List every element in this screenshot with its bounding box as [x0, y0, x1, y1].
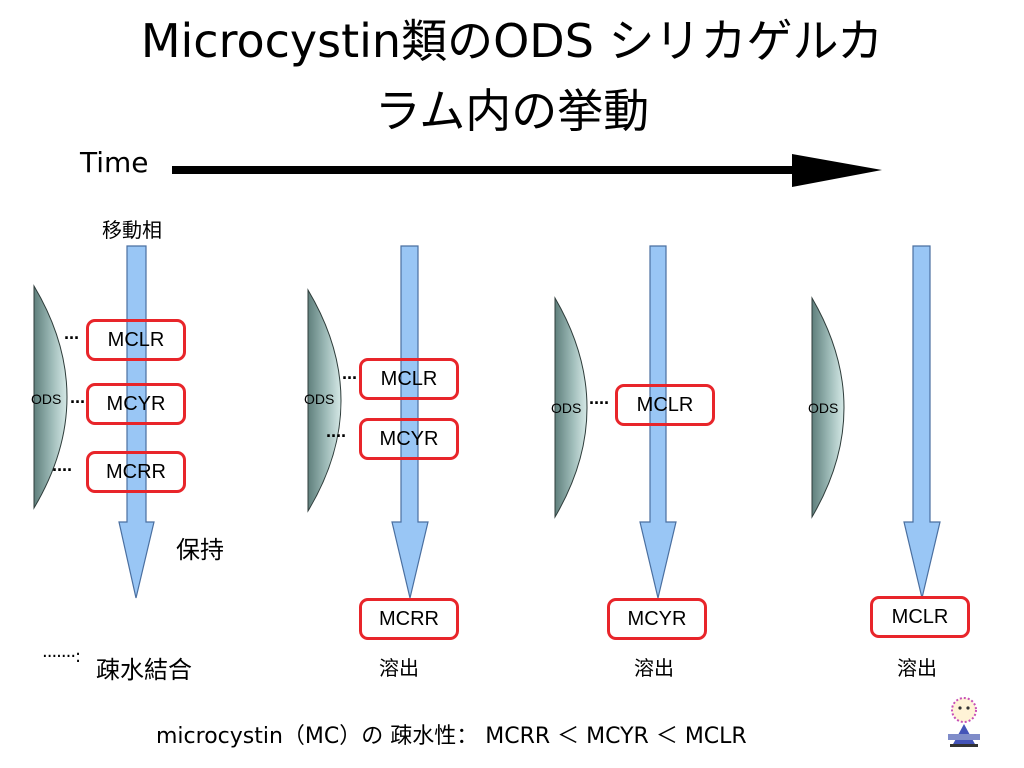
ods-particle-3 — [554, 296, 588, 519]
time-arrow — [172, 154, 882, 187]
elution-label-1: 溶出 — [379, 656, 419, 680]
eluted-box-mcyr: MCYR — [607, 598, 707, 640]
eluted-box-mcrr: MCRR — [359, 598, 459, 640]
compound-box-mclr: MCLR — [359, 358, 459, 400]
elution-label-2: 溶出 — [634, 656, 674, 680]
ods-label-2: ODS — [304, 391, 335, 407]
mobile-phase-arrow-2 — [391, 245, 429, 599]
hydrophobic-bond-dots: ··· — [70, 392, 86, 412]
mascot-icon — [948, 697, 980, 747]
ods-label-3: ODS — [551, 400, 582, 416]
hydrophobic-bond-dots: ···· — [52, 460, 73, 480]
eluted-box-mclr: MCLR — [870, 596, 970, 638]
ods-label-1: ODS — [31, 391, 62, 407]
slide-title-line-1: Microcystin類のODS シリカゲルカ — [140, 14, 884, 68]
legend-label: 疎水結合 — [96, 656, 192, 684]
ods-particle-2 — [307, 288, 342, 513]
hydrophobic-bond-dots: ··· — [342, 368, 358, 388]
ods-particle-1 — [33, 284, 68, 510]
compound-box-mclr: MCLR — [615, 384, 715, 426]
hydrophobic-bond-dots: ···· — [589, 393, 610, 413]
elution-label-3: 溶出 — [897, 656, 937, 680]
slide-title-line-2: ラム内の挙動 — [374, 84, 650, 138]
ods-particle-4 — [811, 296, 845, 519]
compound-box-mclr: MCLR — [86, 319, 186, 361]
compound-box-mcrr: MCRR — [86, 451, 186, 493]
hydrophobic-bond-dots: ··· — [64, 328, 80, 348]
ods-label-4: ODS — [808, 400, 839, 416]
retention-label: 保持 — [176, 536, 224, 564]
compound-box-mcyr: MCYR — [359, 418, 459, 460]
compound-box-mcyr: MCYR — [86, 383, 186, 425]
legend-dots: ·······: — [42, 646, 81, 667]
mobile-phase-arrow-4 — [903, 245, 941, 599]
mobile-phase-label: 移動相 — [102, 218, 162, 242]
hydrophobic-bond-dots: ···· — [326, 426, 347, 446]
hydrophobicity-order-text: microcystin（MC）の 疎水性： MCRR ＜ MCYR ＜ MCLR — [156, 724, 747, 749]
mobile-phase-arrow-3 — [639, 245, 677, 599]
time-label: Time — [80, 146, 149, 179]
